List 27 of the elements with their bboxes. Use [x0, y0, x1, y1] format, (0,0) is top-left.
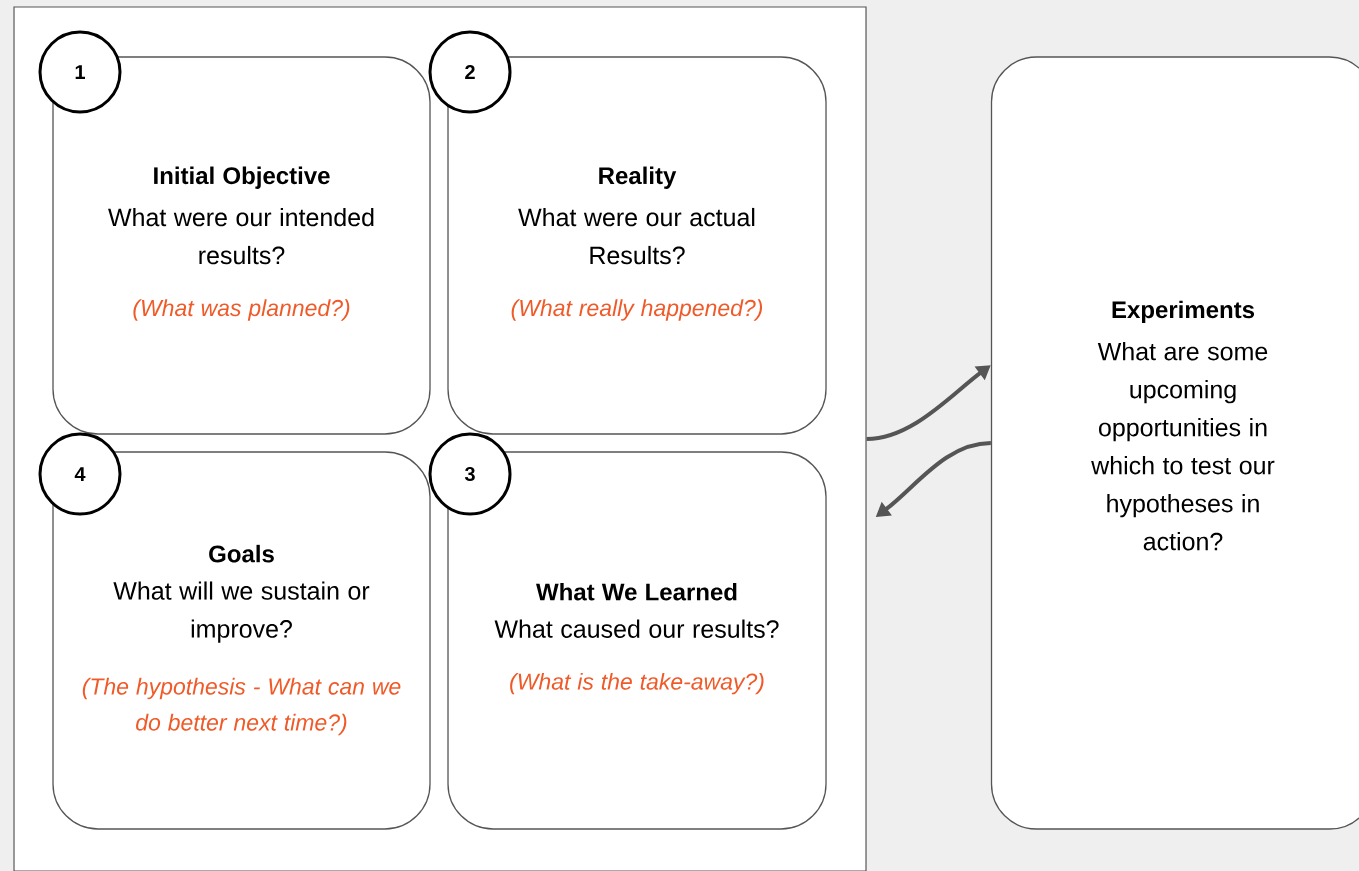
card: [990, 56, 1359, 830]
heading-text: Reality: [599, 166, 677, 189]
number-label: 1: [75, 65, 85, 79]
heading-text: Initial Objective: [154, 166, 330, 189]
number-label: 3: [464, 466, 475, 482]
card: [52, 451, 431, 830]
number-circle: [428, 432, 512, 516]
card: [447, 56, 827, 435]
note-text: (What is the take-away?): [510, 672, 764, 695]
question-text: What are some upcoming opportunities in which to test our hypotheses in action?: [1091, 342, 1275, 551]
heading-text: What We Learned: [536, 582, 737, 601]
heading-text: Experiments: [1112, 300, 1255, 323]
note-text: (What really happened?): [511, 299, 763, 321]
heading-text: Goals: [209, 544, 274, 563]
number-label: 2: [465, 65, 475, 79]
number-circle: [38, 30, 122, 114]
number-label: 4: [74, 467, 86, 481]
card: [52, 56, 431, 435]
question-text: What were our intended results?: [108, 207, 374, 265]
question-text: What will we sustain or improve?: [113, 581, 370, 643]
question-text: What were our actual Results?: [518, 207, 755, 265]
card: [447, 451, 827, 830]
note-text: (What was planned?): [133, 299, 350, 321]
number-circle: [428, 30, 512, 114]
number-circle: [38, 432, 122, 516]
note-text: (The hypothesis - What can we do better next time?): [82, 677, 401, 736]
question-text: What caused our results?: [494, 619, 779, 638]
